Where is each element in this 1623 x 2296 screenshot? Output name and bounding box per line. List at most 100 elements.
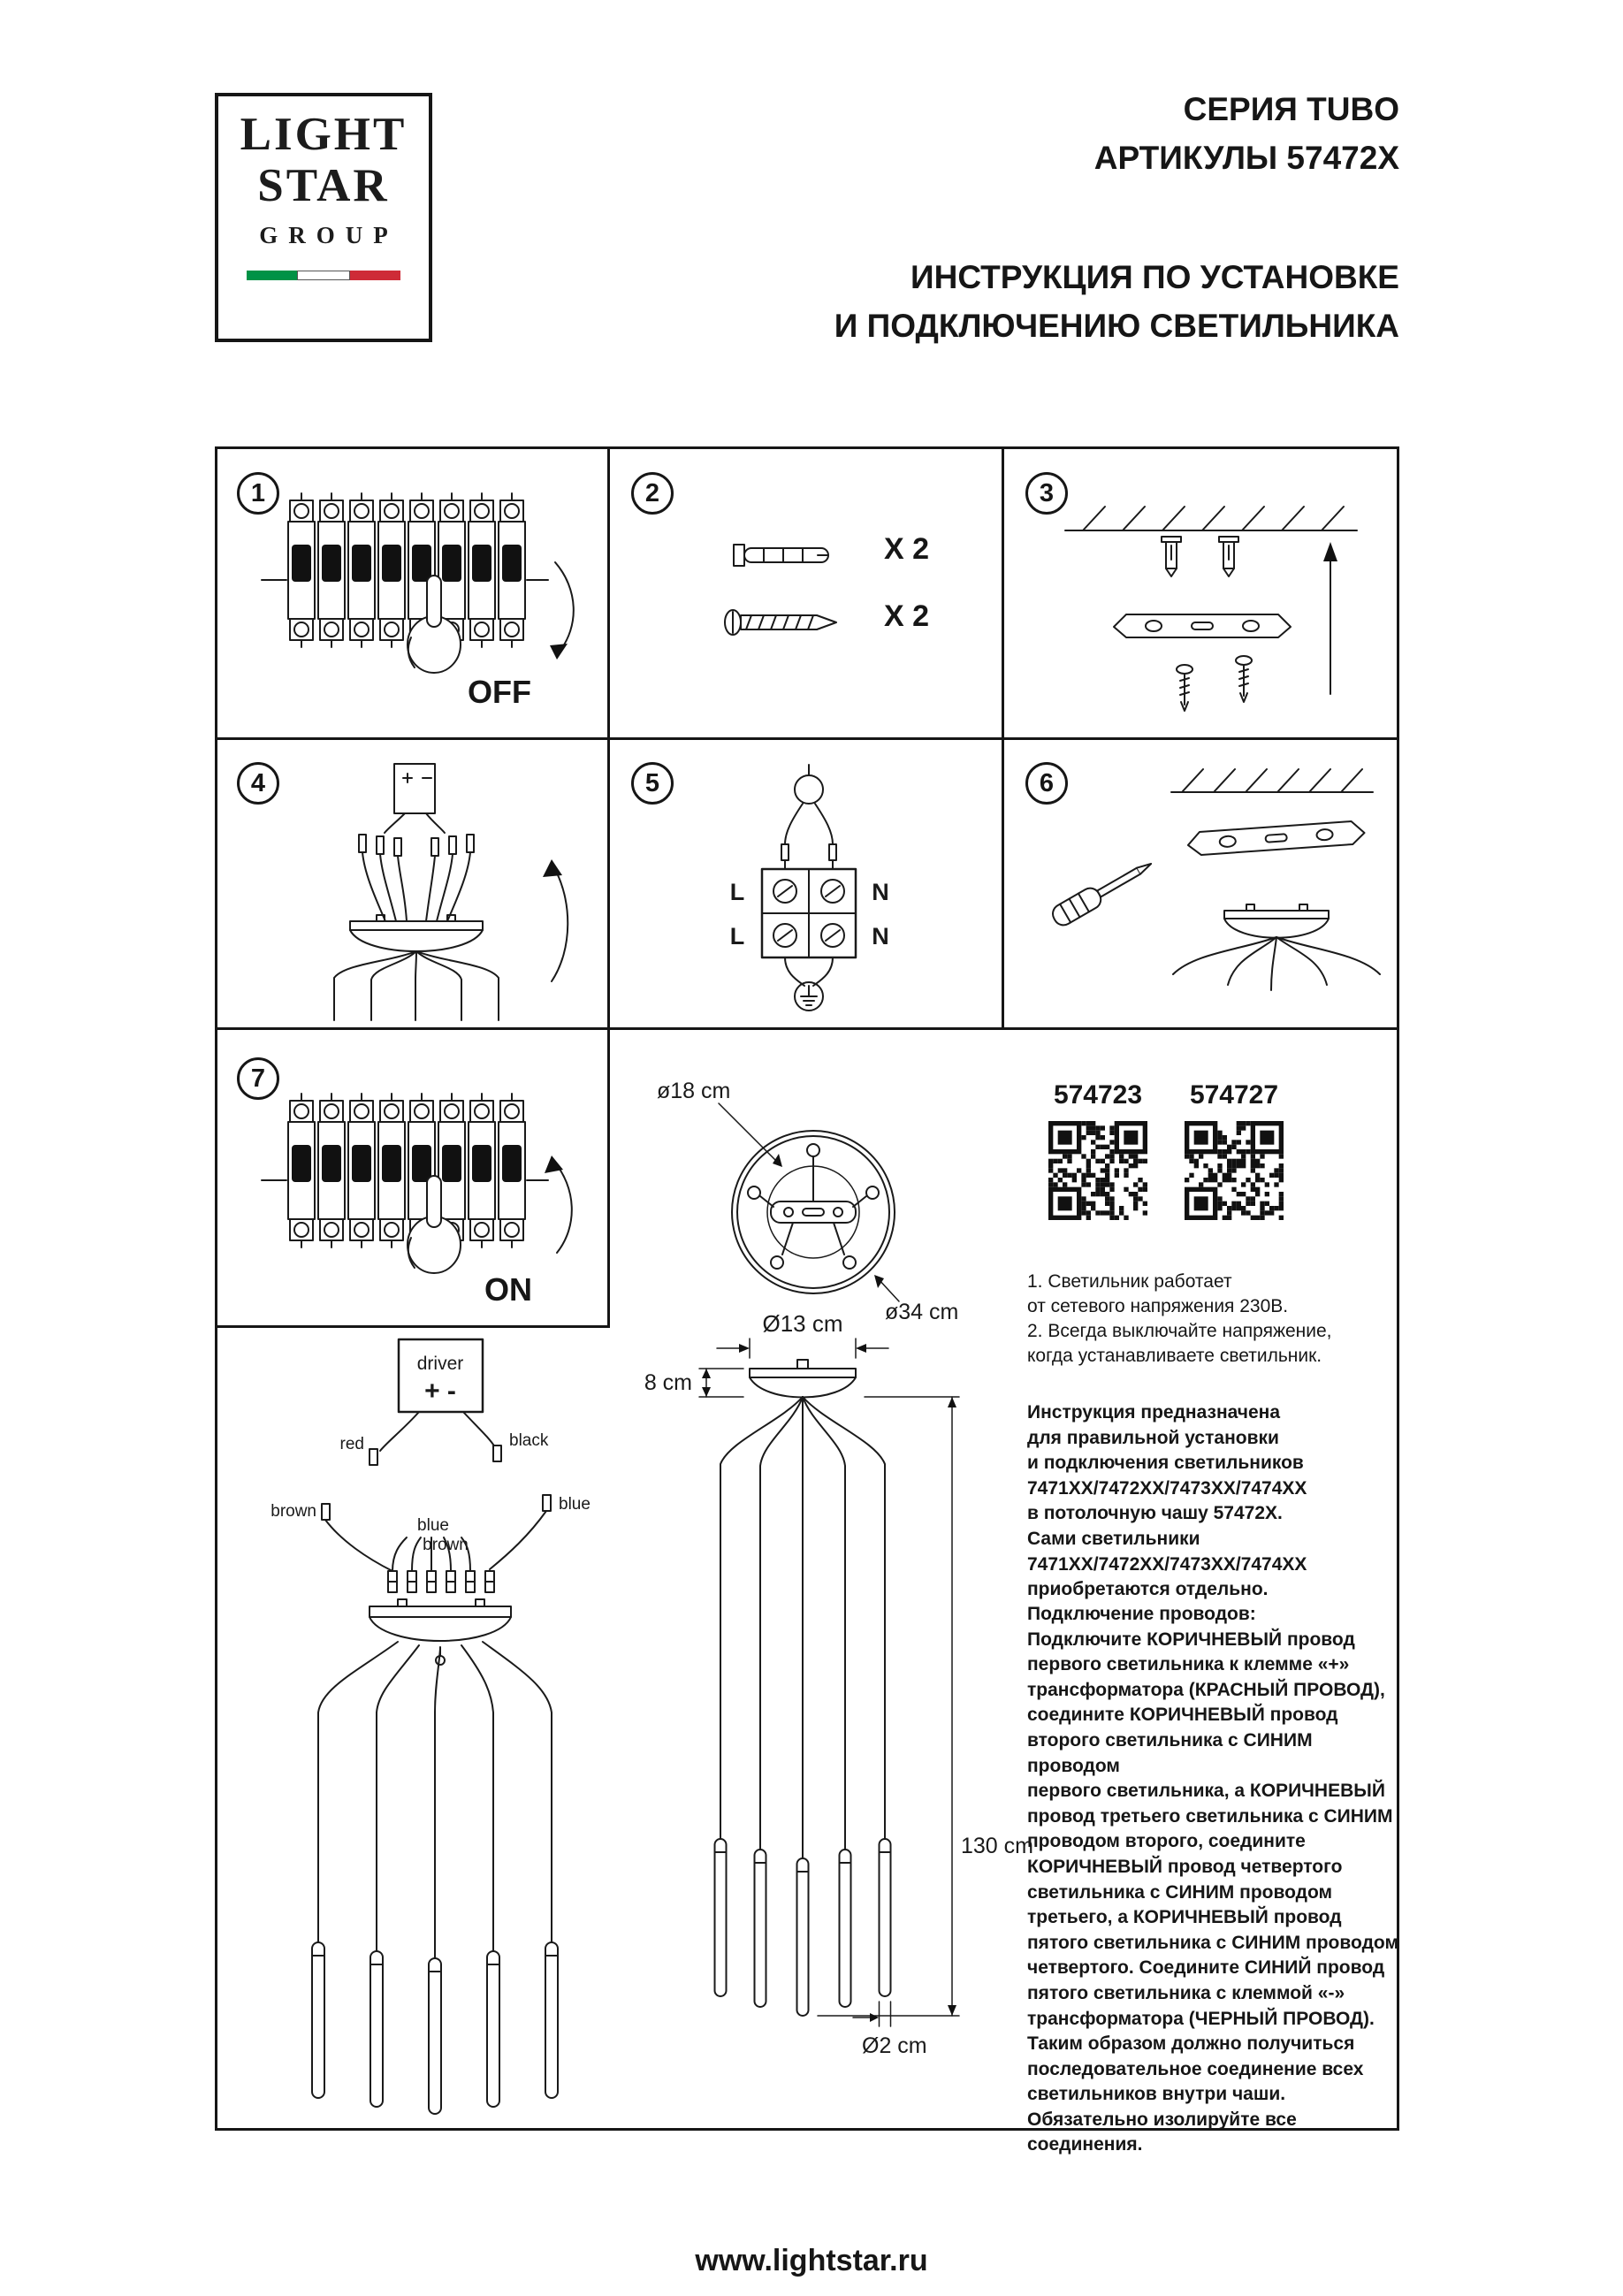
series-title: СЕРИЯ TUBO (1183, 91, 1399, 127)
qr-code-574723 (1048, 1121, 1147, 1220)
grid-divider (215, 737, 1399, 740)
header-instruction-block: ИНСТРУКЦИЯ ПО УСТАНОВКЕ И ПОДКЛЮЧЕНИЮ СВ… (619, 253, 1399, 350)
arrow-up-icon (1323, 542, 1337, 561)
instruction-title-line2: И ПОДКЛЮЧЕНИЮ СВЕТИЛЬНИКА (834, 308, 1399, 344)
brown-mid-wire-label: brown (423, 1536, 469, 1554)
tube-lamp (370, 1950, 384, 2108)
canopy-plate (1223, 910, 1330, 919)
italian-flag-icon (247, 271, 400, 280)
driver-box (393, 763, 436, 814)
flag-red (349, 271, 400, 280)
blue-wire-label: blue (559, 1495, 591, 1514)
connection-paragraph: Подключение проводов: Подключите КОРИЧНЕ… (1027, 1604, 1398, 2155)
arrow-down-icon (550, 644, 568, 660)
canopy-plate (349, 920, 484, 931)
grid-divider (215, 1027, 1399, 1030)
qr-code-574727 (1185, 1121, 1284, 1220)
driver-wiring-diagram (333, 763, 569, 1021)
dowel-quantity: X 2 (884, 532, 930, 566)
spread-diameter-label: ø34 cm (885, 1300, 958, 1324)
terminal-l-bottom-label: L (730, 923, 745, 950)
canopy-height-label: 8 cm (644, 1370, 692, 1395)
terminal-n-bottom-label: N (872, 923, 889, 950)
mounting-bracket-icon (1186, 820, 1367, 857)
power-notes: 1. Светильник работает от сетевого напря… (1027, 1271, 1332, 1366)
ceiling-mounting-diagram (1064, 506, 1358, 712)
screw-icon (724, 609, 837, 636)
canopy-cup (749, 1377, 857, 1399)
tube-lamp (486, 1950, 500, 2108)
website-url: www.lightstar.ru (695, 2244, 928, 2277)
articles-title: АРТИКУЛЫ 57472X (1093, 140, 1399, 176)
grid-divider (215, 1325, 610, 1328)
tube-lamp (713, 1838, 728, 1997)
leader-arrow (874, 1275, 884, 1288)
driver-box (397, 1338, 484, 1414)
tube-lamp (753, 1849, 767, 2008)
top-view-dimension-drawing: ø18 cm ø34 cm (657, 1079, 958, 1324)
canopy-cup (1223, 918, 1330, 939)
flag-white (297, 271, 350, 280)
grid-divider (607, 1027, 610, 1328)
pendant-wiring-diagram: driver + - red black brown blue blue bro… (270, 1338, 591, 2115)
brown-wire-label: brown (270, 1502, 316, 1521)
flag-green (247, 271, 298, 280)
dowel-icon (733, 544, 829, 567)
step-4-number: 4 (237, 762, 279, 805)
leader-arrow (773, 1154, 782, 1167)
article-number-574723: 574723 (1053, 1080, 1143, 1110)
terminal-n-top-label: N (872, 879, 889, 905)
on-label: ON (484, 1271, 532, 1308)
drop-length-label: 130 cm (961, 1834, 1033, 1858)
screw-icon (1235, 655, 1253, 703)
off-label: OFF (468, 674, 531, 710)
red-wire-label: red (340, 1435, 364, 1453)
side-view-dimension-drawing: Ø13 cm 8 cm (644, 1310, 1033, 2058)
logo-line2: STAR (257, 160, 390, 211)
tube-lamp (428, 1957, 442, 2115)
tube-lamp (838, 1849, 852, 2008)
canopy-diameter-label: ø18 cm (657, 1079, 730, 1103)
breaker-on-diagram (262, 1092, 573, 1274)
breaker-off-diagram (262, 492, 575, 674)
canopy-plate (369, 1606, 512, 1618)
tube-lamp (878, 1838, 892, 1997)
terminal-block-diagram: L N L N (730, 764, 889, 1011)
driver-label: driver (417, 1354, 464, 1374)
logo-line3: GROUP (259, 222, 399, 248)
mounting-bracket-icon (1113, 614, 1292, 638)
tube-lamp (796, 1857, 810, 2017)
tube-lamp (311, 1941, 325, 2099)
instruction-title-line1: ИНСТРУКЦИЯ ПО УСТАНОВКЕ (911, 259, 1399, 295)
purpose-paragraph: Инструкция предназначена для правильной … (1027, 1402, 1307, 1600)
polarity-label: + - (424, 1377, 456, 1406)
lightstar-logo: LIGHT STAR GROUP (215, 93, 432, 342)
screwdriver-icon (1052, 863, 1153, 927)
main-grid-border (215, 446, 1399, 2131)
screw-quantity: X 2 (884, 599, 930, 633)
canopy-plate (749, 1368, 857, 1378)
wall-plug-icon (1161, 536, 1182, 577)
ground-terminal (794, 981, 824, 1011)
wall-plug-icon (1218, 536, 1239, 577)
canopy-width-label: Ø13 cm (762, 1310, 842, 1337)
logo-line1: LIGHT (240, 109, 408, 160)
step-6-number: 6 (1025, 762, 1068, 805)
arrow-up-icon (543, 859, 562, 877)
terminal-l-top-label: L (730, 879, 745, 905)
header-series-block: СЕРИЯ TUBO АРТИКУЛЫ 57472X (619, 85, 1399, 182)
article-number-574727: 574727 (1189, 1080, 1279, 1110)
blue-mid-wire-label: blue (417, 1516, 449, 1535)
step-5-number: 5 (631, 762, 674, 805)
step-7-number: 7 (237, 1057, 279, 1100)
canopy-cup (349, 929, 484, 952)
step-2-number: 2 (631, 472, 674, 515)
step-3-number: 3 (1025, 472, 1068, 515)
canopy-cup (369, 1616, 512, 1642)
bracket-fixing-diagram (1052, 768, 1381, 991)
step-1-number: 1 (237, 472, 279, 515)
screw-icon (1176, 664, 1193, 712)
tube-lamp (545, 1941, 559, 2099)
tube-diameter-label: Ø2 cm (862, 2033, 927, 2058)
